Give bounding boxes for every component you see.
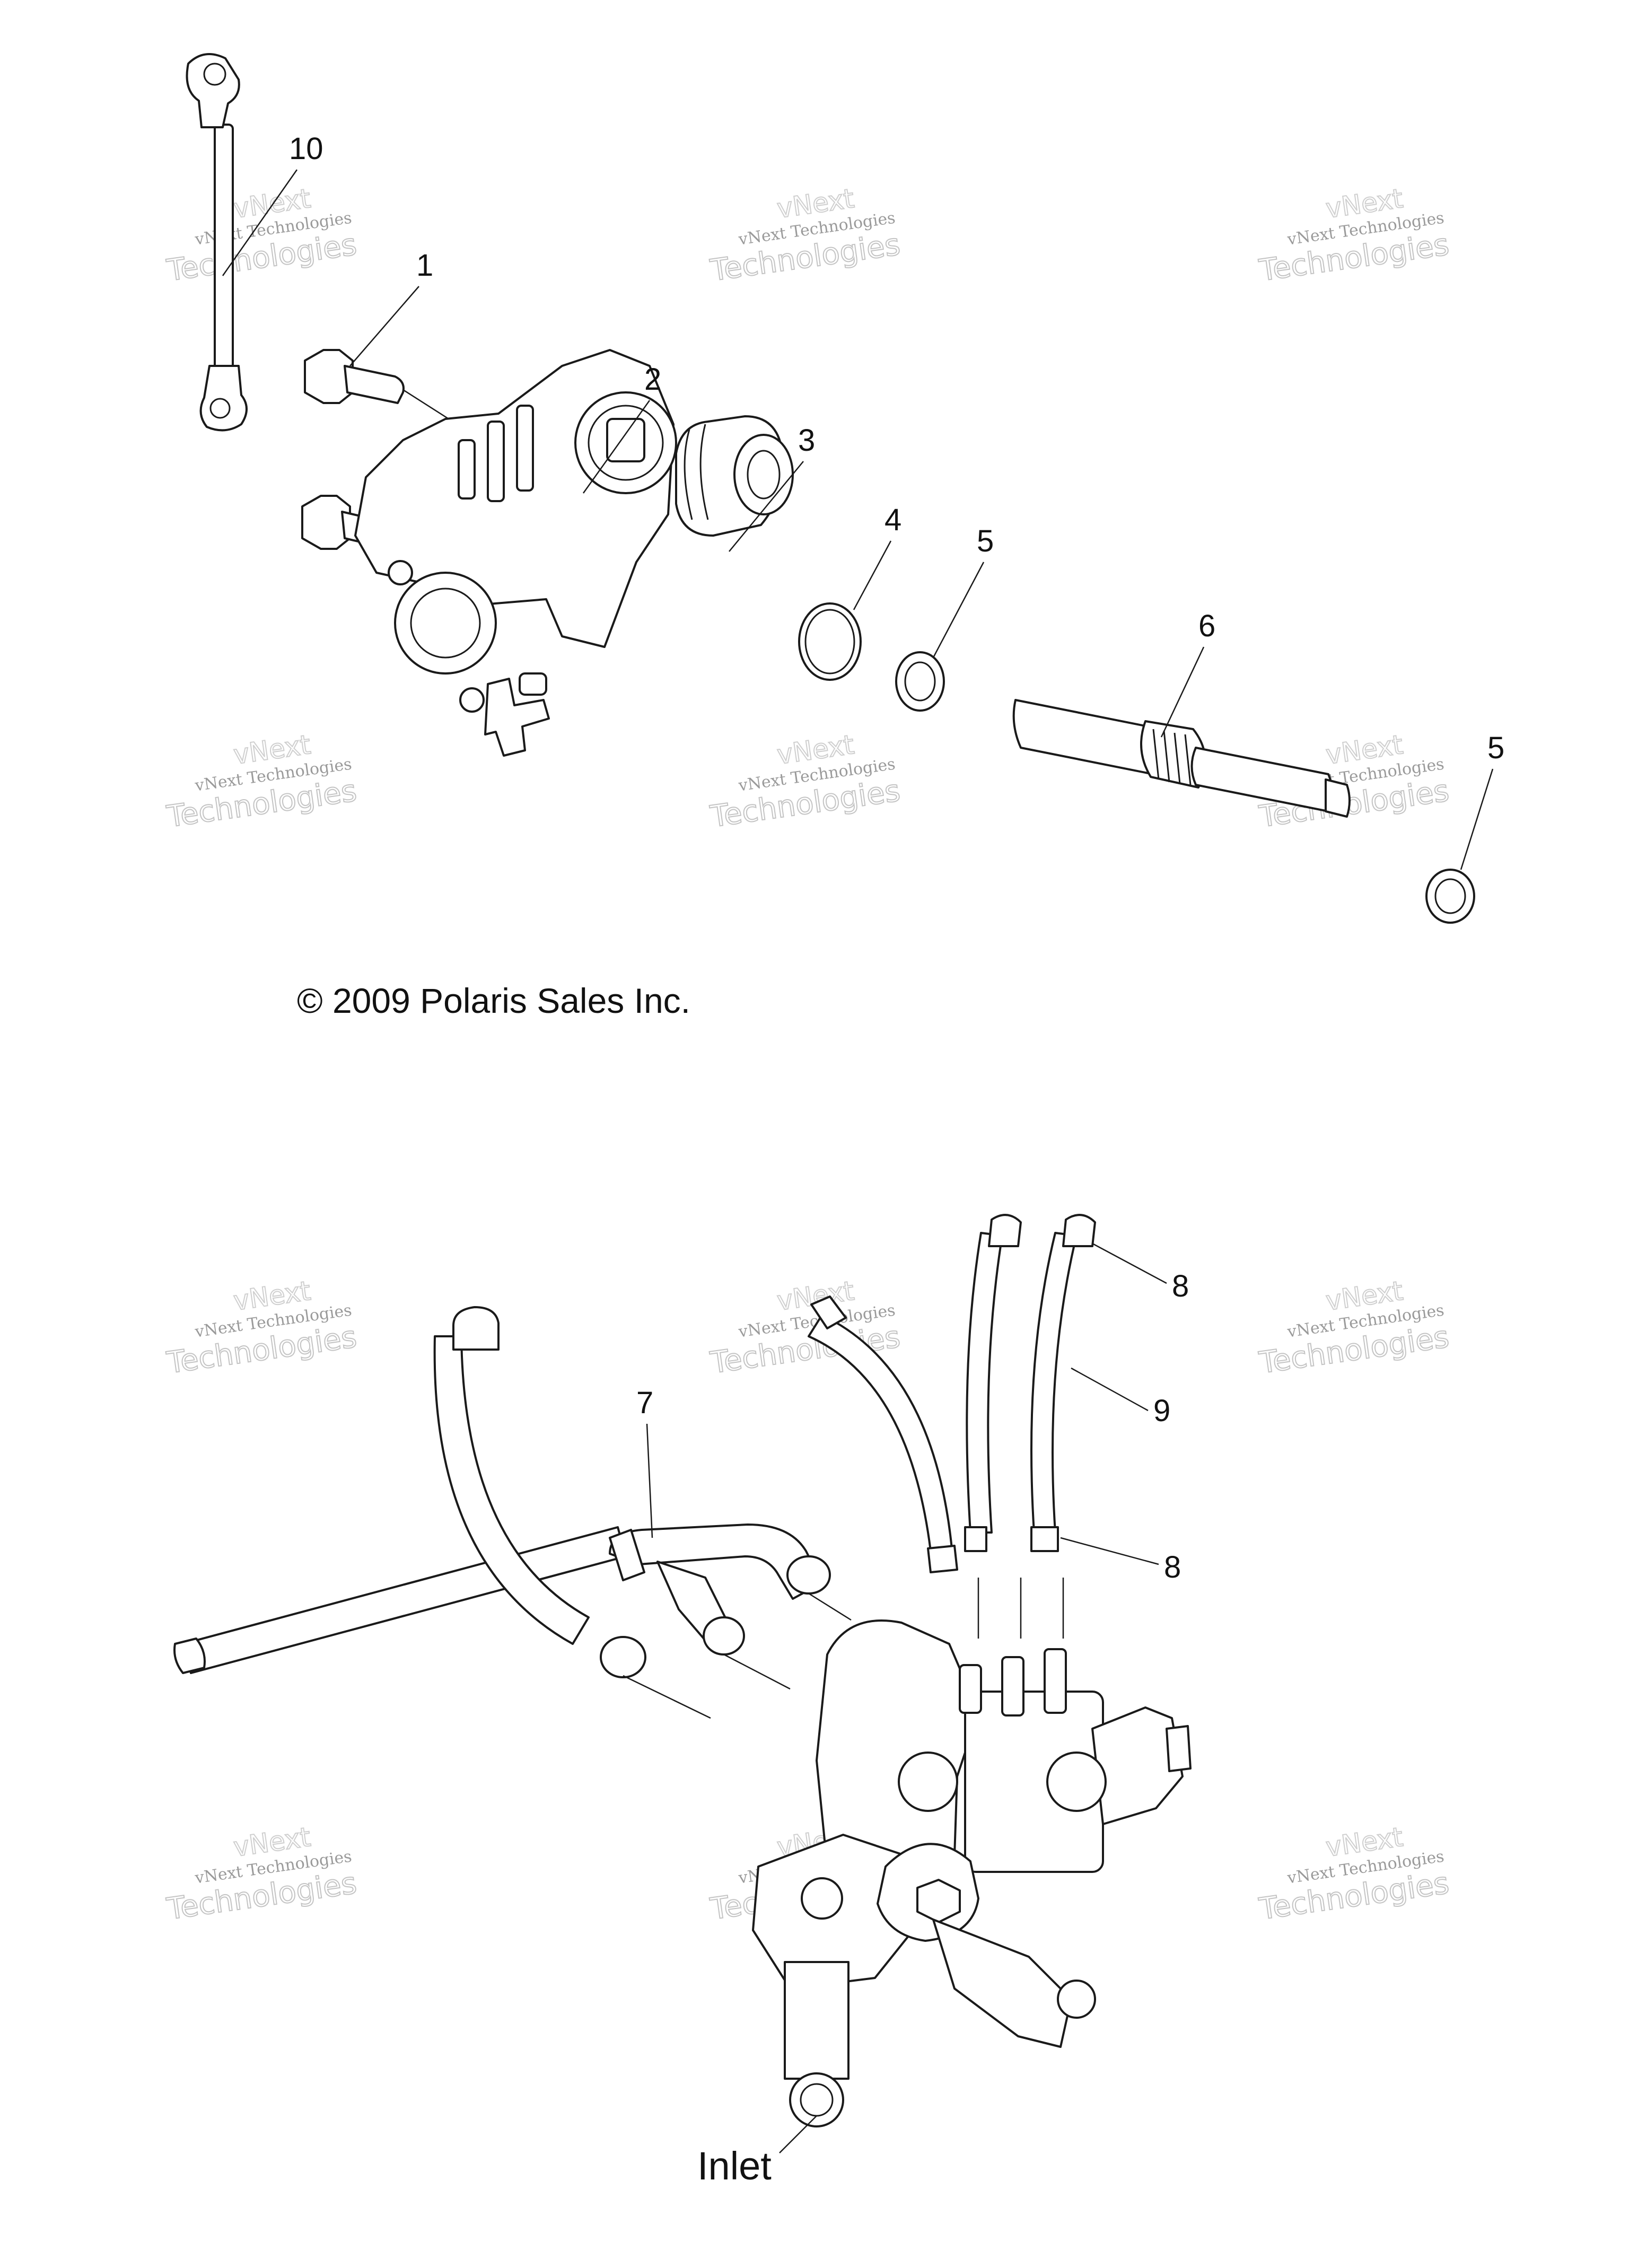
callout-10: 10 xyxy=(222,132,323,276)
callout-5-upper-label: 5 xyxy=(977,524,994,558)
callout-8-lower-label: 8 xyxy=(1164,1550,1181,1584)
part-1-bolt-upper xyxy=(304,349,405,404)
callout-3: 3 xyxy=(729,423,815,552)
part-2-oil-pump-body xyxy=(354,349,677,757)
callout-2-label: 2 xyxy=(644,362,661,397)
callout-5-lower-label: 5 xyxy=(1487,731,1504,765)
callout-8-lower: 8 xyxy=(1060,1537,1181,1584)
part-9-hose-right xyxy=(1030,1214,1096,1552)
oil-pump-assembled xyxy=(752,1619,1192,2127)
watermark-top-left: vNext vNext Technologies Technologies xyxy=(164,182,359,288)
watermark-lower-mid-right: vNext vNext Technologies Technologies xyxy=(1256,1275,1451,1381)
watermark-top-center: vNext vNext Technologies Technologies xyxy=(707,182,903,288)
callout-10-label: 10 xyxy=(289,132,323,166)
watermark-lower-mid-left: vNext vNext Technologies Technologies xyxy=(164,1275,359,1381)
part-7-hose-tee-assembly xyxy=(173,1306,831,1678)
callout-4: 4 xyxy=(853,503,901,610)
callout-7: 7 xyxy=(636,1386,653,1538)
inlet-label-group: Inlet xyxy=(697,2115,817,2188)
callout-5-upper: 5 xyxy=(932,524,994,658)
callout-6: 6 xyxy=(1160,609,1215,738)
part-5-washer-lower xyxy=(1425,869,1475,924)
callout-9: 9 xyxy=(1071,1367,1170,1428)
part-6-drive-shaft xyxy=(1012,699,1351,818)
callout-8-upper: 8 xyxy=(1092,1242,1189,1303)
callout-2: 2 xyxy=(582,362,661,494)
callout-4-label: 4 xyxy=(884,503,901,537)
callout-3-label: 3 xyxy=(798,423,815,458)
watermark-bottom-right: vNext vNext Technologies Technologies xyxy=(1256,1821,1451,1927)
callout-5-lower: 5 xyxy=(1460,731,1504,870)
callout-9-label: 9 xyxy=(1153,1394,1170,1428)
callout-8-upper-label: 8 xyxy=(1172,1269,1189,1303)
watermark-upper-mid-center: vNext vNext Technologies Technologies xyxy=(707,729,903,835)
callout-7-label: 7 xyxy=(636,1386,653,1420)
callout-1-label: 1 xyxy=(416,248,433,283)
callout-6-label: 6 xyxy=(1198,609,1215,643)
watermark-upper-mid-left: vNext vNext Technologies Technologies xyxy=(164,729,359,835)
part-3-bushing xyxy=(675,415,794,537)
watermark-bottom-left: vNext vNext Technologies Technologies xyxy=(164,1821,359,1927)
part-5-washer-upper xyxy=(895,651,945,712)
watermark-top-right: vNext vNext Technologies Technologies xyxy=(1256,182,1451,288)
part-9-hose-center xyxy=(964,1214,1022,1552)
part-4-o-ring xyxy=(798,602,862,681)
copyright-text: © 2009 Polaris Sales Inc. xyxy=(297,981,690,1020)
hose-curved-left xyxy=(808,1295,958,1573)
part-10-rod xyxy=(186,53,248,432)
inlet-label: Inlet xyxy=(697,2144,772,2188)
callout-1: 1 xyxy=(349,248,433,366)
